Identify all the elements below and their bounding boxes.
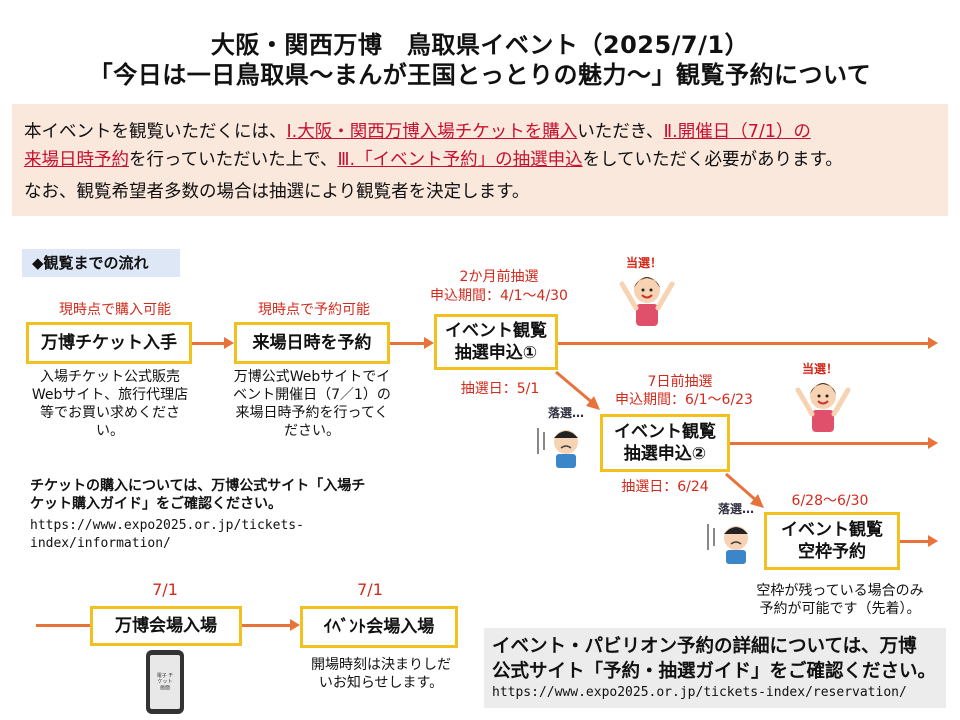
- lottery2-box: イベント観覧 抽選申込②: [600, 414, 730, 472]
- arrow-head: [290, 619, 300, 631]
- day-date-2: 7/1: [330, 580, 410, 599]
- lose-badge-1: 落選…: [548, 404, 584, 421]
- diag-arrow-1: [556, 372, 594, 404]
- winner-illustration-2: 当選！: [788, 360, 858, 434]
- vacancy-note-line2: 予約が可能です（先着）。: [740, 600, 940, 618]
- guide-url[interactable]: https://www.expo2025.or.jp/tickets-index…: [492, 684, 938, 702]
- vacancy-title-line1: イベント観覧: [781, 519, 883, 541]
- event-venue-entry-box: ｲﾍﾞﾝﾄ会場入場: [300, 606, 458, 648]
- vacancy-note-line1: 空枠が残っている場合のみ: [740, 582, 940, 600]
- lottery2-title-line2: 抽選申込②: [624, 443, 706, 465]
- day-date-1: 7/1: [120, 580, 210, 599]
- reservation-guide-box: イベント・パビリオン予約の詳細については、万博 公式サイト「予約・抽選ガイド」を…: [484, 628, 946, 708]
- opening-note-line1: 開場時刻は決まりしだ: [296, 656, 466, 674]
- arrow-win-path-2: [730, 442, 930, 445]
- venue-entry-box: 万博会場入場: [90, 606, 242, 646]
- lottery2-title-line1: イベント観覧: [614, 421, 716, 443]
- guide-line2: 公式サイト「予約・抽選ガイド」をご確認ください。: [492, 659, 938, 684]
- arrow-head: [928, 535, 938, 547]
- ticket-info-text-line1: チケットの購入については、万博公式サイト「入場チ: [30, 478, 440, 495]
- lottery2-period: 申込期間：6/1～6/23: [596, 391, 772, 409]
- win-badge-1: 当選！: [626, 254, 662, 271]
- ticket-info-url-line2[interactable]: index/information/: [30, 535, 440, 552]
- ticket-info-text-line2: ケット購入ガイド」をご確認ください。: [30, 496, 440, 513]
- lottery2-heading: 7日前抽選: [620, 373, 740, 391]
- opening-note-line2: いお知らせします。: [296, 674, 466, 692]
- vacancy-title-line2: 空枠予約: [798, 541, 866, 563]
- vacancy-box: イベント観覧 空枠予約: [764, 512, 900, 570]
- lose-badge-2: 落選…: [718, 500, 754, 517]
- ticket-info-url-line1[interactable]: https://www.expo2025.or.jp/tickets-: [30, 517, 440, 534]
- arrow-head: [928, 437, 938, 449]
- guide-line1: イベント・パビリオン予約の詳細については、万博: [492, 634, 938, 659]
- vacancy-period: 6/28～6/30: [760, 490, 900, 510]
- arrow-vacancy: [900, 540, 930, 543]
- smartphone-icon: 電子 チケット 画面: [146, 650, 184, 714]
- win-badge-2: 当選！: [802, 360, 838, 377]
- qr-code-icon: 電子 チケット 画面: [156, 673, 174, 691]
- arrow: [36, 624, 92, 627]
- lottery2-result-date: 抽選日：6/24: [606, 476, 724, 496]
- loser-illustration-1: 落選…: [530, 404, 592, 470]
- loser-illustration-2: 落選…: [700, 500, 762, 566]
- arrow: [242, 624, 292, 627]
- winner-illustration-1: 当選！: [612, 254, 682, 328]
- diag-arrow-2: [726, 474, 758, 502]
